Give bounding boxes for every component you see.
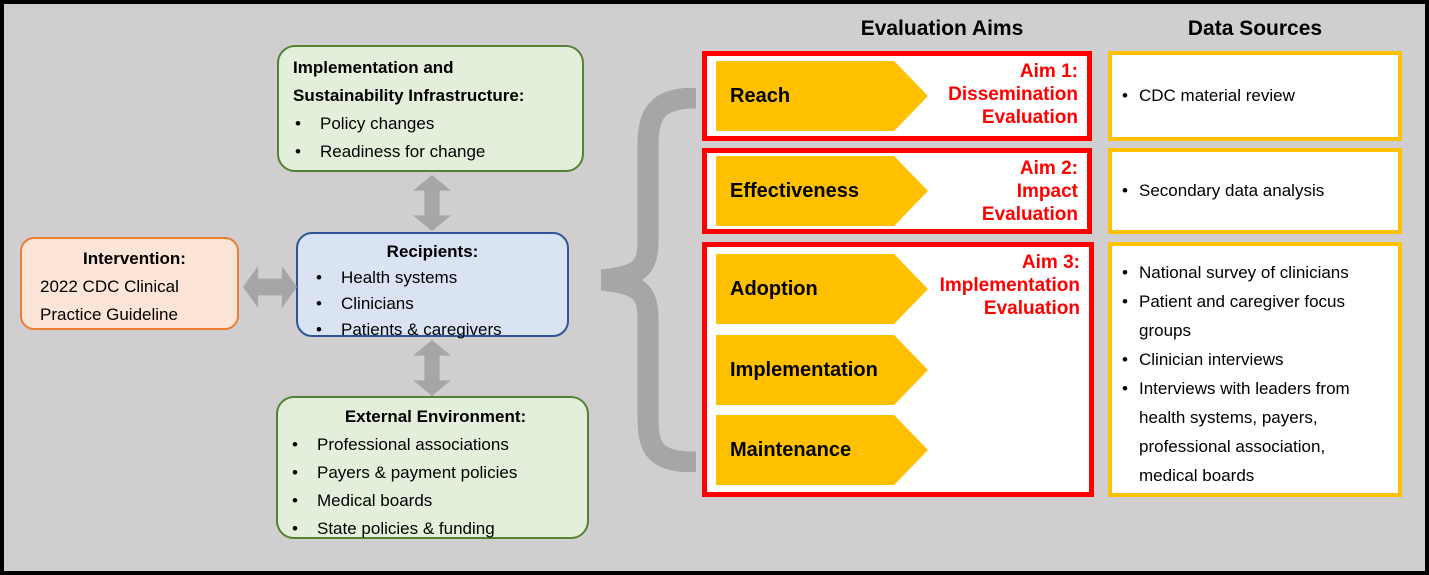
aim1-line: Evaluation (981, 107, 1078, 128)
aim1-line: Dissemination (948, 84, 1078, 105)
data-source-item: Interviews with leaders from health syst… (1139, 379, 1350, 485)
external-item: Payers & payment policies (317, 463, 518, 482)
aim1-line: Aim 1: (1019, 61, 1078, 82)
infrastructure-box: Implementation and Sustainability Infras… (277, 45, 584, 172)
external-item: Medical boards (317, 491, 433, 510)
external-environment-box: External Environment: • Professional ass… (276, 396, 589, 539)
effectiveness-arrow-label: Effectiveness (730, 179, 859, 202)
bullet-icon: • (1122, 181, 1128, 200)
recipients-item: Health systems (341, 268, 458, 287)
effectiveness-arrow: Effectiveness (716, 156, 928, 226)
bullet-icon: • (1122, 292, 1128, 311)
list-item: • Professional associations (290, 431, 581, 459)
bullet-icon: • (292, 491, 298, 510)
aim2-line: Evaluation (981, 204, 1078, 225)
infrastructure-title-line2: Sustainability Infrastructure: (293, 86, 525, 105)
list-item: • State policies & funding (290, 515, 581, 543)
data-source-item: Clinician interviews (1139, 350, 1284, 369)
aim3-line: Evaluation (983, 298, 1080, 319)
implementation-arrow: Implementation (716, 335, 928, 405)
data-source-box-1: • CDC material review (1108, 51, 1402, 141)
aim3-line: Aim 3: (1021, 252, 1080, 273)
bullet-icon: • (1122, 350, 1128, 369)
aim2-line: Aim 2: (1019, 158, 1078, 179)
bullet-icon: • (295, 142, 301, 161)
infrastructure-item: Readiness for change (320, 142, 486, 161)
curly-brace-icon (600, 88, 697, 472)
horizontal-double-arrow-icon (243, 266, 297, 308)
bullet-icon: • (1122, 263, 1128, 282)
maintenance-arrow: Maintenance (716, 415, 928, 485)
intervention-title: Intervention: (83, 249, 186, 268)
data-source-item: Patient and caregiver focus groups (1139, 292, 1346, 340)
data-source-item: National survey of clinicians (1139, 263, 1349, 282)
infrastructure-title-line1: Implementation and (293, 58, 454, 77)
recipients-title: Recipients: (386, 242, 479, 261)
external-item: Professional associations (317, 435, 509, 454)
recipients-item: Clinicians (341, 294, 414, 313)
external-item: State policies & funding (317, 519, 495, 538)
list-item: • CDC material review (1112, 83, 1398, 109)
list-item: • Patient and caregiver focus groups (1112, 287, 1398, 345)
aim1-label: Aim 1: Dissemination Evaluation (948, 60, 1078, 129)
list-item: • Clinicians (304, 291, 561, 317)
vertical-double-arrow-icon (413, 340, 451, 396)
intervention-body: 2022 CDC Clinical Practice Guideline (40, 277, 179, 324)
implementation-arrow-label: Implementation (730, 358, 878, 381)
list-item: • Payers & payment policies (290, 459, 581, 487)
external-title: External Environment: (344, 407, 527, 426)
bullet-icon: • (292, 519, 298, 538)
aim2-group-box: Effectiveness Aim 2: Impact Evaluation (702, 148, 1092, 234)
adoption-arrow-label: Adoption (730, 277, 818, 300)
evaluation-aims-header: Evaluation Aims (860, 17, 1024, 40)
list-item: • Clinician interviews (1112, 345, 1398, 374)
intervention-box: Intervention: 2022 CDC Clinical Practice… (20, 237, 239, 330)
bullet-icon: • (316, 268, 322, 287)
bullet-icon: • (1122, 379, 1128, 398)
aim2-label: Aim 2: Impact Evaluation (982, 157, 1078, 226)
data-source-item: CDC material review (1139, 86, 1295, 105)
aim1-group-box: Reach Aim 1: Dissemination Evaluation (702, 51, 1092, 141)
bullet-icon: • (292, 463, 298, 482)
bullet-icon: • (316, 294, 322, 313)
vertical-double-arrow-icon (413, 175, 451, 231)
data-source-item: Secondary data analysis (1139, 181, 1325, 200)
list-item: • Health systems (304, 265, 561, 291)
aim2-line: Impact (1016, 181, 1078, 202)
list-item: • Secondary data analysis (1112, 178, 1398, 204)
reach-arrow: Reach (716, 61, 928, 131)
list-item: • Medical boards (290, 487, 581, 515)
list-item: • Policy changes (293, 110, 576, 138)
data-source-box-2: • Secondary data analysis (1108, 148, 1402, 234)
aim3-line: Implementation (939, 275, 1080, 296)
adoption-arrow: Adoption (716, 254, 928, 324)
reach-arrow-label: Reach (730, 84, 791, 107)
bullet-icon: • (292, 435, 298, 454)
list-item: • Readiness for change (293, 138, 576, 166)
recipients-box: Recipients: • Health systems • Clinician… (296, 232, 569, 339)
bullet-icon: • (1122, 86, 1128, 105)
data-sources-header: Data Sources (1187, 17, 1323, 40)
maintenance-arrow-label: Maintenance (730, 438, 852, 461)
list-item: • Patients & caregivers (304, 317, 561, 343)
list-item: • Interviews with leaders from health sy… (1112, 374, 1398, 490)
list-item: • National survey of clinicians (1112, 258, 1398, 287)
bullet-icon: • (316, 320, 322, 339)
infrastructure-item: Policy changes (320, 114, 435, 133)
recipients-item: Patients & caregivers (341, 320, 502, 339)
aim3-label: Aim 3: Implementation Evaluation (940, 251, 1080, 320)
aim3-group-box: Adoption Implementation Maintenance Aim … (702, 242, 1094, 497)
bullet-icon: • (295, 114, 301, 133)
data-source-box-3: • National survey of clinicians • Patien… (1108, 242, 1402, 497)
